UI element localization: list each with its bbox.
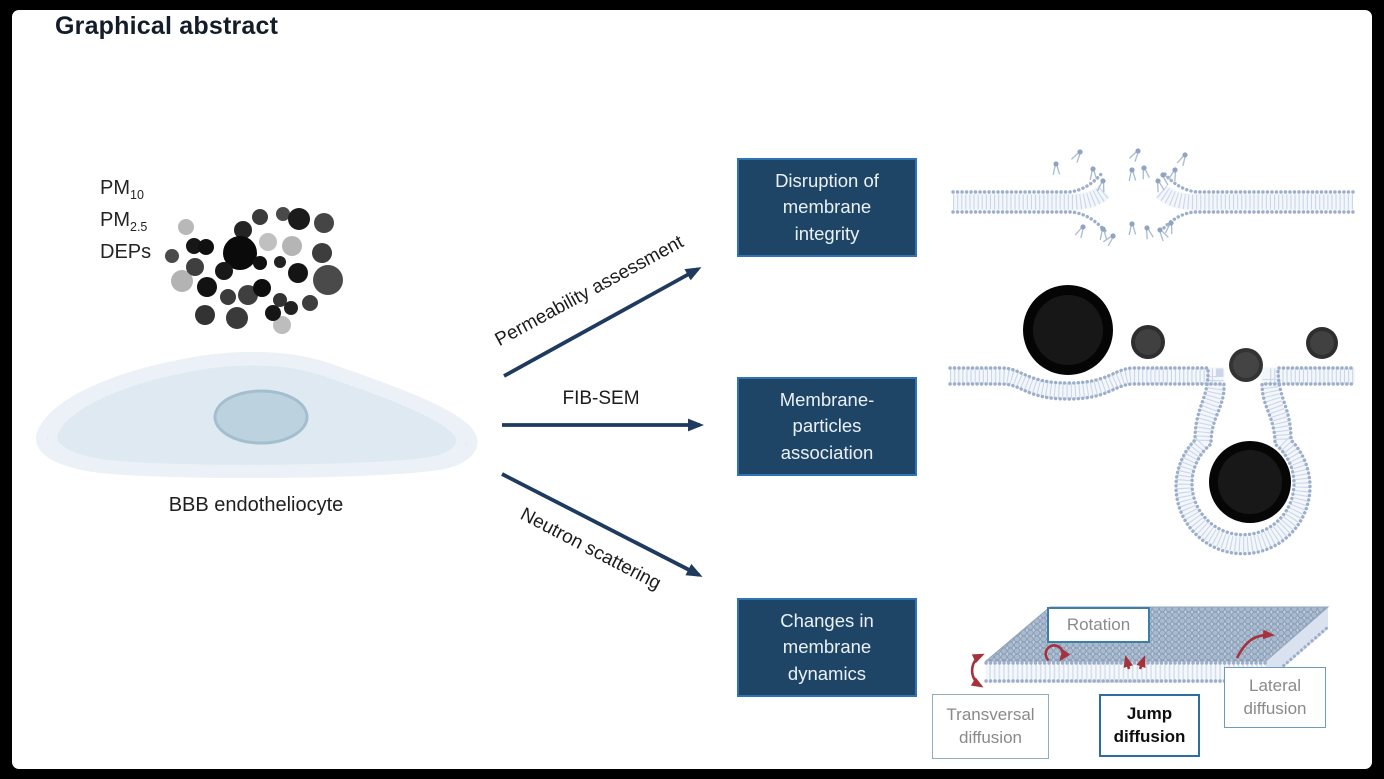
permeability-arrow	[503, 267, 702, 378]
rotation-label: Rotation	[1047, 607, 1150, 643]
particles	[165, 207, 343, 334]
membrane-with-invagination	[948, 366, 1357, 556]
outcome-box-association: Membrane- particles association	[737, 377, 917, 476]
pm25-label: PM2.5	[100, 209, 148, 234]
ruptured-membrane	[951, 171, 1355, 233]
cell-label: BBB endotheliocyte	[168, 494, 344, 516]
figure-title: Graphical abstract	[55, 12, 279, 40]
deps-label: DEPs	[100, 241, 152, 263]
jump-arrow-left	[1123, 655, 1133, 670]
jump-diffusion-label: Jump diffusion	[1099, 694, 1200, 757]
particles-on-membrane	[1023, 285, 1338, 523]
rotation-arrow	[1044, 644, 1071, 662]
method-arrows: Permeability assessment FIB-SEM Neutron …	[492, 231, 704, 594]
fibsem-arrow-label: FIB-SEM	[562, 388, 639, 409]
cell-illustration	[28, 330, 493, 495]
transversal-diffusion-label: Transversal diffusion	[932, 694, 1049, 759]
motion-arrows	[970, 629, 1275, 688]
lateral-diffusion-label: Lateral diffusion	[1224, 667, 1326, 728]
outcome-box-disruption: Disruption of membrane integrity	[737, 158, 917, 257]
membrane-disruption-illustration	[951, 146, 1355, 247]
lateral-arrow	[1235, 629, 1275, 659]
outcome-box-dynamics: Changes in membrane dynamics	[737, 598, 917, 697]
particulate-labels: PM10 PM2.5 DEPs	[100, 176, 151, 272]
membrane-particles-illustration	[948, 285, 1357, 556]
jump-arrow-right	[1136, 655, 1146, 670]
pm10-label: PM10	[100, 177, 144, 202]
neutron-arrow	[501, 472, 703, 577]
cell-nucleus	[213, 389, 309, 445]
transversal-arrow	[970, 653, 985, 688]
particle-cluster-illustration	[165, 207, 343, 334]
